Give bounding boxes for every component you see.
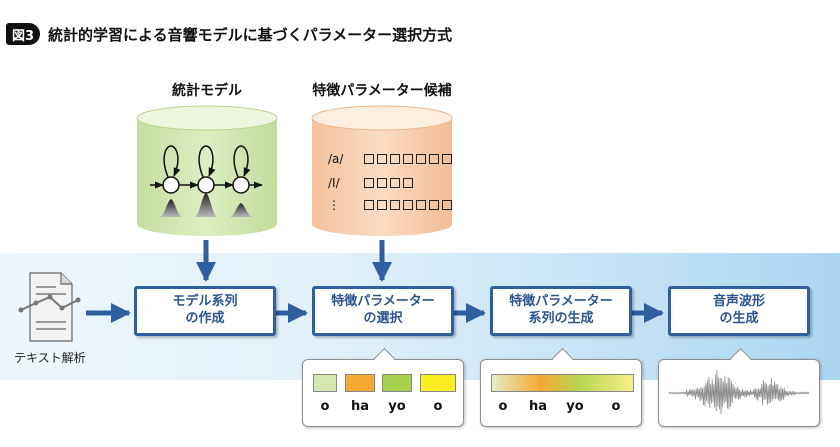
syllable: o [498,399,508,414]
syllable: yo [388,399,406,414]
step3-line1: 特徴パラメーター [509,294,613,310]
phoneme-label: /I/ [328,176,340,190]
selection-callout: o ha yo o [302,347,464,427]
candidate-square [390,178,400,188]
candidate-row: /I/ [328,176,416,190]
candidate-square [364,154,374,164]
step-sequence-generation: 特徴パラメーター系列の生成 [490,286,632,336]
step4-line2: の生成 [719,311,759,326]
candidate-square [377,154,387,164]
candidate-square [403,154,413,164]
phoneme-label: /a/ [328,152,344,166]
syllable: o [611,399,621,414]
figure-title-row: 図3 統計的学習による音響モデルに基づくパラメーター選択方式 [6,22,452,46]
candidate-square [390,154,400,164]
statistical-model-label: 統計モデル [172,83,242,99]
candidate-square [364,178,374,188]
gradient-sequence-bar [491,374,634,392]
step2-line1: 特徴パラメーター [331,294,435,310]
figure-title: 統計的学習による音響モデルに基づくパラメーター選択方式 [48,25,453,44]
step3-line2: 系列の生成 [528,311,594,326]
candidate-square [403,200,413,210]
candidates-cylinder [311,105,453,236]
step1-line2: の作成 [185,311,225,326]
candidate-square [442,154,452,164]
candidate-square [390,200,400,210]
step1-line1: モデル系列 [172,294,238,310]
syllable: yo [566,399,584,414]
figure-badge: 図3 [6,23,41,45]
text-analysis-label: テキスト解析 [14,351,86,365]
step-model-sequence: モデル系列の作成 [134,286,276,336]
candidate-row: ⋮ [328,198,455,212]
phoneme-label: ⋮ [328,198,340,212]
candidate-square [377,200,387,210]
syllable: o [320,399,330,414]
candidates-label: 特徴パラメーター候補 [312,83,452,99]
step4-line1: 音声波形 [712,294,765,310]
swatch-ha [345,374,375,392]
syllable: ha [350,399,370,414]
swatch-o [313,374,337,392]
step2-line2: の選択 [363,311,403,326]
swatch-yo [382,374,412,392]
step-waveform-generation: 音声波形の生成 [668,286,810,336]
candidate-square [416,154,426,164]
hmm-state-diagram [150,145,263,194]
candidate-square [429,154,439,164]
candidate-square [377,178,387,188]
candidate-square [442,200,452,210]
text-document-icon [18,272,81,342]
candidate-row: /a/ [328,152,455,166]
candidate-square [429,200,439,210]
step-parameter-selection: 特徴パラメーターの選択 [312,286,454,336]
syllable: o [433,399,443,414]
sequence-callout: o ha yo o [480,347,642,427]
syllable: ha [528,399,548,414]
speech-waveform [668,369,810,414]
swatch-o2 [420,374,456,392]
candidate-square [416,200,426,210]
candidate-square [403,178,413,188]
waveform-callout [658,347,820,427]
candidate-square [364,200,374,210]
output-distribution-icons [160,193,252,217]
